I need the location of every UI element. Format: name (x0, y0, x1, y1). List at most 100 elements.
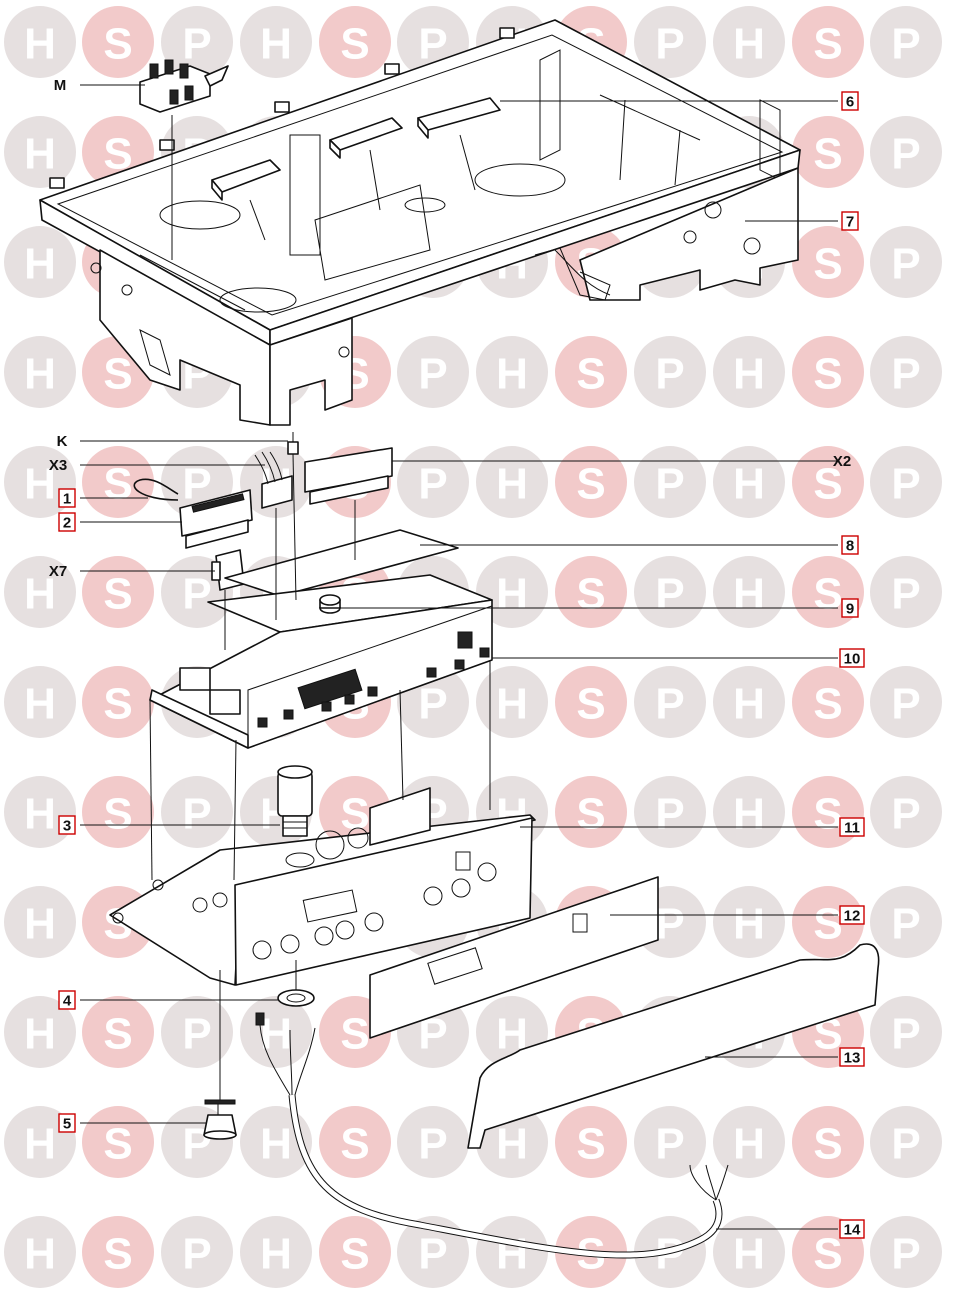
watermark-s-circle: S (792, 116, 864, 188)
watermark-s-circle: S (555, 556, 627, 628)
watermark-s-circle: S (792, 776, 864, 848)
watermark-p-circle: P (634, 446, 706, 518)
svg-text:X3: X3 (49, 457, 67, 474)
svg-text:P: P (891, 1230, 920, 1279)
watermark-h-circle: H (476, 446, 548, 518)
watermark-p-circle: P (397, 446, 469, 518)
callout-k: K (57, 433, 68, 450)
svg-text:S: S (340, 1120, 369, 1169)
svg-text:M: M (54, 77, 67, 94)
sensor-part-5 (203, 1099, 237, 1140)
svg-text:P: P (418, 1230, 447, 1279)
svg-text:P: P (891, 20, 920, 69)
svg-text:H: H (260, 20, 292, 69)
svg-text:S: S (813, 350, 842, 399)
callout-1: 1 (58, 488, 76, 508)
watermark-s-circle: S (82, 666, 154, 738)
watermark-p-circle: P (870, 116, 942, 188)
svg-text:H: H (24, 240, 56, 289)
watermark-s-circle: S (82, 1216, 154, 1288)
svg-text:S: S (103, 1010, 132, 1059)
svg-text:P: P (891, 1010, 920, 1059)
svg-text:H: H (496, 570, 528, 619)
watermark-p-circle: P (161, 1216, 233, 1288)
watermark-p-circle: P (870, 776, 942, 848)
svg-text:P: P (655, 460, 684, 509)
svg-text:13: 13 (844, 1050, 861, 1067)
control-pcb-part-10 (149, 574, 493, 749)
svg-text:S: S (340, 1010, 369, 1059)
svg-text:S: S (340, 20, 369, 69)
watermark-p-circle: P (870, 996, 942, 1068)
watermark-p-circle: P (634, 776, 706, 848)
callout-12: 12 (839, 905, 865, 925)
svg-text:4: 4 (63, 993, 72, 1010)
svg-text:S: S (576, 790, 605, 839)
assembly-guide-lines (149, 115, 491, 1100)
callout-8: 8 (841, 535, 859, 555)
watermark-h-circle: H (4, 226, 76, 298)
callout-x2: X2 (833, 453, 851, 470)
svg-text:P: P (655, 680, 684, 729)
watermark-h-circle: H (713, 1106, 785, 1178)
svg-text:P: P (891, 460, 920, 509)
watermark-h-circle: H (476, 1216, 548, 1288)
svg-text:H: H (24, 1120, 56, 1169)
svg-text:S: S (576, 460, 605, 509)
svg-text:3: 3 (63, 818, 71, 835)
watermark-h-circle: H (4, 1106, 76, 1178)
svg-text:H: H (733, 680, 765, 729)
svg-text:P: P (418, 460, 447, 509)
watermark-p-circle: P (870, 6, 942, 78)
svg-text:12: 12 (844, 908, 861, 925)
svg-text:S: S (103, 790, 132, 839)
watermark-p-circle: P (870, 336, 942, 408)
watermark-s-circle: S (319, 996, 391, 1068)
watermark-s-circle: S (319, 6, 391, 78)
cable-gland-part-3 (277, 765, 313, 837)
svg-text:S: S (103, 570, 132, 619)
watermark-p-circle: P (870, 1216, 942, 1288)
svg-text:P: P (182, 1010, 211, 1059)
svg-text:H: H (733, 350, 765, 399)
callout-4: 4 (58, 990, 76, 1010)
svg-text:H: H (733, 1230, 765, 1279)
svg-text:S: S (576, 680, 605, 729)
watermark-p-circle: P (397, 1106, 469, 1178)
svg-text:P: P (655, 790, 684, 839)
callout-10: 10 (839, 648, 865, 668)
svg-text:H: H (24, 350, 56, 399)
watermark-s-circle: S (319, 1216, 391, 1288)
watermark-h-circle: H (4, 446, 76, 518)
svg-text:P: P (891, 570, 920, 619)
svg-text:P: P (891, 130, 920, 179)
watermark-h-circle: H (4, 556, 76, 628)
watermark-s-circle: S (82, 556, 154, 628)
watermark-h-circle: H (4, 116, 76, 188)
watermark-p-circle: P (870, 666, 942, 738)
watermark-s-circle: S (555, 336, 627, 408)
callout-6: 6 (841, 91, 859, 111)
watermark-h-circle: H (713, 6, 785, 78)
svg-text:1: 1 (63, 491, 71, 508)
svg-text:P: P (182, 20, 211, 69)
svg-text:P: P (418, 350, 447, 399)
svg-text:P: P (182, 1230, 211, 1279)
svg-text:S: S (103, 20, 132, 69)
svg-text:S: S (813, 570, 842, 619)
svg-text:P: P (182, 570, 211, 619)
svg-text:S: S (103, 680, 132, 729)
svg-text:11: 11 (844, 820, 860, 837)
clips-part-6 (211, 97, 501, 201)
watermark-s-circle: S (555, 446, 627, 518)
watermark-p-circle: P (634, 6, 706, 78)
svg-text:H: H (733, 460, 765, 509)
svg-text:H: H (733, 790, 765, 839)
watermark-h-circle: H (240, 6, 312, 78)
callout-9: 9 (841, 598, 859, 618)
callout-7: 7 (841, 211, 859, 231)
watermark-p-circle: P (870, 886, 942, 958)
svg-text:H: H (496, 460, 528, 509)
svg-text:6: 6 (846, 94, 854, 111)
